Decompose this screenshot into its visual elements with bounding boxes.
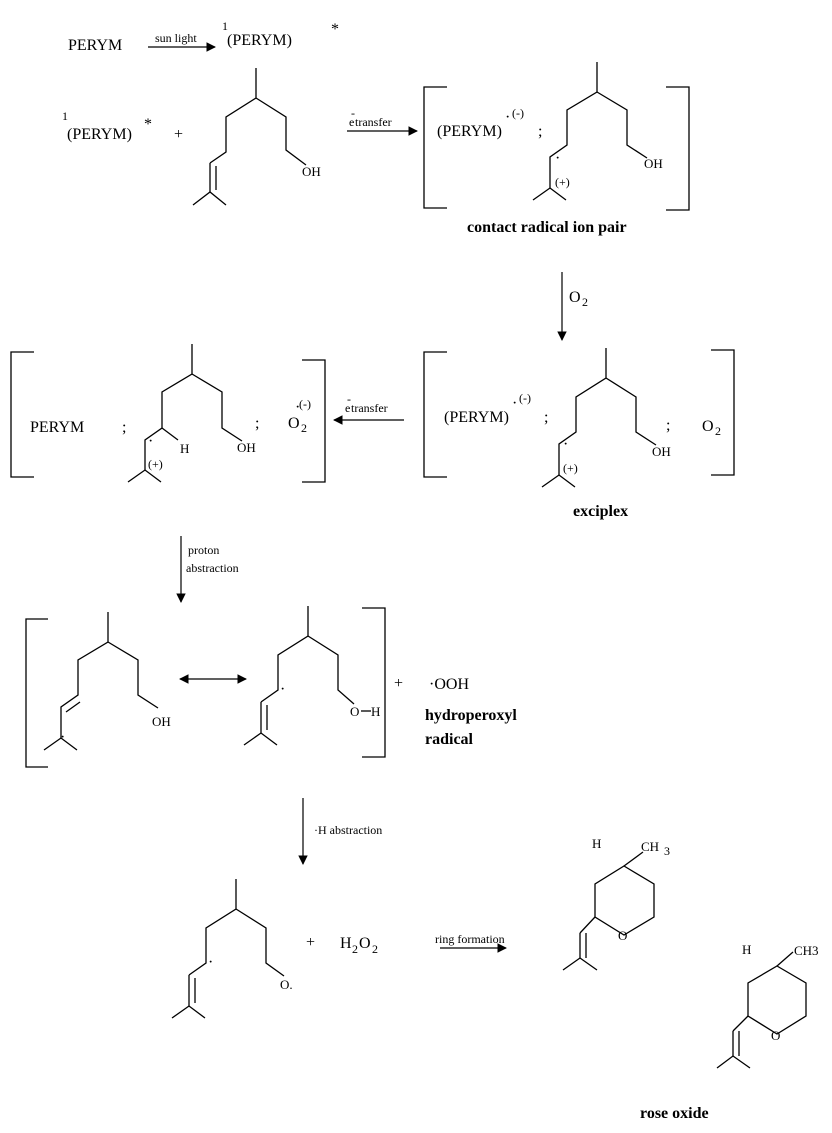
transfer-label-2: transfer [351,401,388,415]
alkoxy-o-label: O. [280,977,293,992]
rose-oxide-2-ch3: CH3 [794,943,819,958]
bracket-right-4 [362,607,386,758]
perym-radical-anion-1: (PERYM) [437,123,502,140]
excited-star-2: * [144,116,152,133]
h2o2-sub1: 2 [352,942,358,956]
radical-dot-c4: · [60,729,65,746]
radical-cation-structure-3 [127,344,243,483]
superoxide-o: O [288,415,300,432]
e-minus-label-2: e [345,401,350,415]
o2-sub-exciplex: 2 [715,424,721,438]
ring-formation-label: ring formation [435,932,505,946]
oh-label-2: OH [644,156,663,171]
oh-label-6-h: H [371,704,380,719]
perym-label: PERYM [68,37,122,54]
rose-oxide-1-ch: CH [641,839,659,854]
h-abstraction-label: ·H abstraction [314,823,382,837]
bracket-left-2 [10,351,34,478]
semicolon-1: ; [538,123,542,140]
radical-dot-c6: · [208,954,213,971]
rose-oxide-label: rose oxide [640,1105,709,1122]
proton-label: proton [188,543,219,557]
radical-dot-c1: · [555,150,560,167]
h2o2-h: H [340,935,352,952]
o2-label-arrow: O [569,289,581,306]
rose-oxide-structure-2 [716,951,807,1069]
bracket-left-4 [25,618,48,768]
sunlight-label: sun light [155,31,197,45]
citronellol-structure [192,68,307,206]
rose-oxide-2-h: H [742,942,751,957]
semicolon-2: ; [544,409,548,426]
radical-dot-1: · [505,109,510,126]
singlet-superscript: 1 [222,19,228,33]
h2o2-sub2: 2 [372,942,378,956]
semicolon-4: ; [122,419,126,436]
oh-label-5: OH [152,714,171,729]
semicolon-3: ; [666,417,670,434]
bracket-right-2 [302,359,326,483]
perym-radical-anion-2: (PERYM) [444,409,509,426]
cation-charge-3: (+) [148,457,163,471]
transfer-label-1: transfer [355,115,392,129]
cation-charge-2: (+) [563,461,578,475]
radical-dot-2: · [512,395,517,412]
radical-dot-c2: · [563,436,568,453]
hydroperoxyl-label: hydroperoxyl [425,707,517,724]
oh-label-1: OH [302,164,321,179]
radical-cation-structure-1 [532,62,648,201]
superoxide-sub: 2 [301,421,307,435]
oh-label-3: OH [652,444,671,459]
plus-sign-1: + [174,126,183,143]
hydrogen-label-1: H [180,441,189,456]
plus-sign-2: + [394,675,403,692]
radical-label: radical [425,731,474,748]
o2-label-exciplex: O [702,418,714,435]
excited-perym-label: (PERYM) [227,32,292,49]
allyl-radical-structure-2 [243,606,355,746]
radical-dot-c5: · [280,681,285,698]
rose-oxide-1-o: O [618,928,627,943]
semicolon-5: ; [255,415,259,432]
minus-super-2: - [347,392,351,406]
minus-super-1: - [351,106,355,120]
plus-sign-3: + [306,934,315,951]
contact-radical-ion-pair-label: contact radical ion pair [467,219,627,236]
bracket-right-1 [666,86,690,211]
h2o2-o: O [359,935,371,952]
abstraction-label: abstraction [186,561,239,575]
exciplex-label: exciplex [573,503,628,520]
superoxide-charge: (-) [299,397,311,411]
anion-charge-1: (-) [512,106,524,120]
oh-label-4: OH [237,440,256,455]
cation-charge-1: (+) [555,175,570,189]
perym-neutral-label: PERYM [30,419,84,436]
bracket-right-3 [711,349,735,476]
excited-perym-label-2: (PERYM) [67,126,132,143]
o2-sub-arrow: 2 [582,295,588,309]
singlet-superscript-2: 1 [62,109,68,123]
alkoxy-radical-structure [171,879,285,1019]
rose-oxide-1-h: H [592,836,601,851]
oh-label-6-o: O [350,704,359,719]
e-minus-label-1: e [349,115,354,129]
excited-star: * [331,21,339,38]
superoxide-dot: · [295,399,300,416]
radical-cation-structure-2 [541,348,657,488]
allyl-radical-structure-1 [43,612,159,751]
hydroperoxyl-formula: ·OOH [429,676,469,693]
rose-oxide-1-3: 3 [664,844,670,858]
anion-charge-2: (-) [519,391,531,405]
rose-oxide-structure-1 [562,851,655,971]
bracket-left-1 [423,86,447,209]
rose-oxide-2-o: O [771,1028,780,1043]
radical-dot-c3: · [148,433,153,450]
bracket-left-3 [423,351,447,478]
